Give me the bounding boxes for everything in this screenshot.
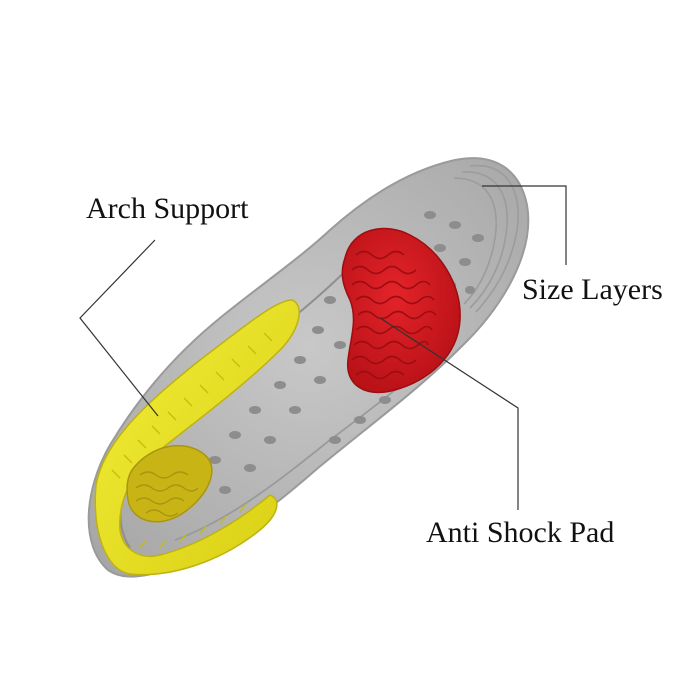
- arch-support-pad: [94, 299, 300, 576]
- perforation-dots: [195, 211, 484, 494]
- arch-support-leader: [79, 239, 159, 417]
- heel-pad-shape: [126, 444, 213, 523]
- size-layer-lines: [453, 164, 519, 313]
- anti-shock-pad-label: Anti Shock Pad: [426, 516, 615, 549]
- size-layers-leader: [482, 185, 567, 265]
- arch-yellow-band: [94, 299, 300, 576]
- heel-pad: [126, 444, 213, 523]
- anti-shock-pad-leader: [379, 317, 519, 510]
- leader-lines: [79, 185, 567, 510]
- arch-support-label: Arch Support: [86, 192, 249, 225]
- size-layers-label: Size Layers: [522, 273, 663, 306]
